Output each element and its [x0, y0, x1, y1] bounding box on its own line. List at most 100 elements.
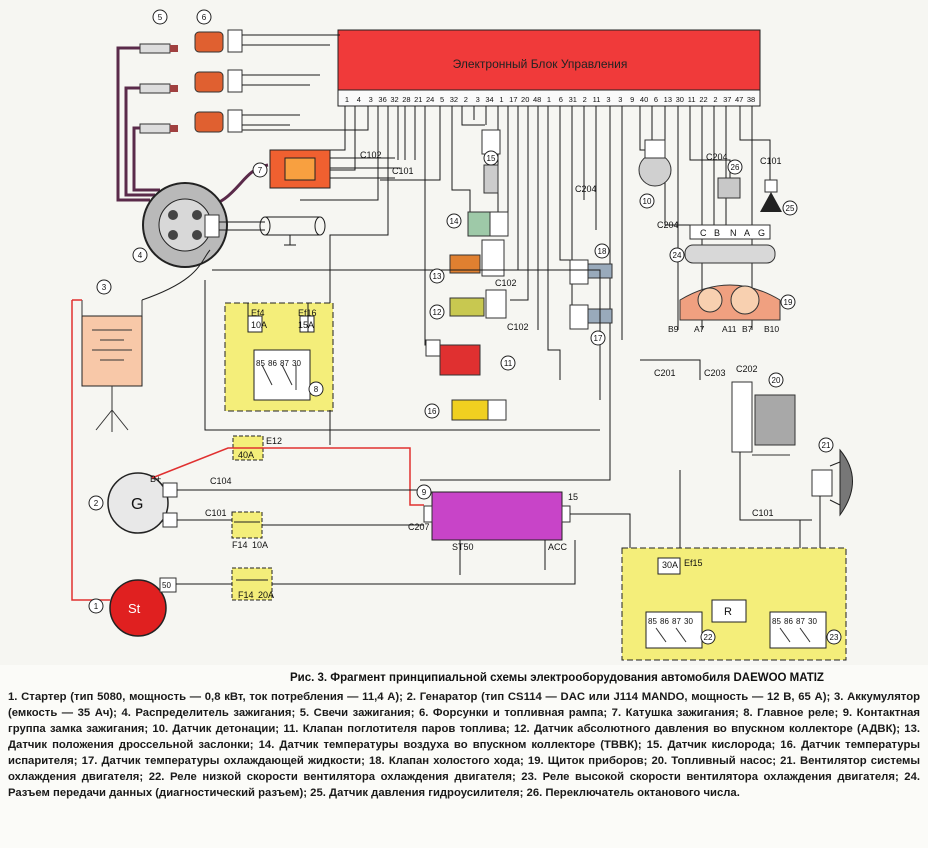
ecu-pin-label: 11 [593, 95, 601, 104]
relay8-pin-86: 86 [268, 359, 277, 368]
cooling-fan [811, 448, 853, 517]
starter-label: St [128, 601, 141, 616]
ecu-pin-label: 1 [547, 95, 551, 104]
component-number: 25 [786, 204, 795, 213]
ecu-pin-label: 5 [440, 95, 444, 104]
main-relay-block [224, 302, 334, 412]
ecu-pin-label: 13 [664, 95, 672, 104]
component-number-circle [152, 9, 168, 25]
component-number: 8 [314, 385, 319, 394]
ecu-pin-label: 24 [426, 95, 434, 104]
ecu-pin-label: 31 [569, 95, 577, 104]
component-number-circle [594, 243, 610, 259]
relay-r: R [724, 606, 732, 618]
component-number: 16 [428, 407, 437, 416]
caption-text: 1. Стартер (тип 5080, мощность — 0,8 кВт… [8, 691, 920, 799]
fuse-e12-rating: 40A [238, 450, 254, 460]
component-number: 3 [102, 283, 107, 292]
component-number-circle [818, 437, 834, 453]
ecu-pin-label: 36 [378, 95, 386, 104]
component-number: 15 [487, 154, 496, 163]
component-number-circle [252, 162, 268, 178]
component-number-circle [727, 159, 743, 175]
ecu-pin-label: 17 [509, 95, 517, 104]
fuse-ef15-name: Ef15 [684, 558, 703, 568]
ecu-pin-label: 3 [618, 95, 622, 104]
ecu-pin-label: 3 [369, 95, 373, 104]
component-number: 12 [433, 308, 442, 317]
component-number: 19 [784, 298, 793, 307]
diag-pin-label: G [758, 228, 765, 238]
relay22-pin-85: 85 [648, 617, 657, 626]
ecu-pin-label: 20 [521, 95, 529, 104]
label-c102-mid: C102 [495, 278, 517, 288]
diagram-labels: C102 C101 C101 C204 C204 C204 C102 C102 … [128, 150, 782, 618]
ecu-pin-label: 2 [464, 95, 468, 104]
starter [109, 577, 177, 637]
label-c203: C203 [704, 368, 726, 378]
distributor [142, 182, 265, 268]
ecu-pin-label: 1 [499, 95, 503, 104]
fuse-e15-name: Ef16 [298, 308, 317, 318]
relay8-pin-30: 30 [292, 359, 301, 368]
dash-pin-label: A7 [694, 324, 705, 334]
component-number-circle [88, 495, 104, 511]
diag-pin-label: A [744, 228, 750, 238]
relay23-pin-86: 86 [784, 617, 793, 626]
ecu-pin-label: 9 [630, 95, 634, 104]
label-c102-low: C102 [507, 322, 529, 332]
component-number-circle [96, 279, 112, 295]
dash-pin-label: B10 [764, 324, 779, 334]
generator [107, 472, 178, 534]
switch-acc: ACC [548, 542, 568, 552]
fuse-f14-rating: 10A [252, 540, 268, 550]
component-number: 22 [704, 633, 713, 642]
component-number: 2 [94, 499, 99, 508]
component-number-circle [768, 372, 784, 388]
ecu-pin-label: 48 [533, 95, 541, 104]
label-c101-top: C101 [392, 166, 414, 176]
component-number-circle [424, 403, 440, 419]
component-number: 14 [450, 217, 459, 226]
relay8-pin-85: 85 [256, 359, 265, 368]
ecu-pin-label: 2 [713, 95, 717, 104]
component-number-circle [826, 629, 842, 645]
component-number: 4 [138, 251, 143, 260]
component-number-circle [483, 150, 499, 166]
diag-pin-label: N [730, 228, 737, 238]
generator-bplus: B+ [150, 474, 161, 484]
switch-st50: ST50 [452, 542, 474, 552]
component-number: 23 [830, 633, 839, 642]
switch-15: 15 [568, 492, 578, 502]
fuel-pump [731, 381, 796, 456]
fuse-f14 [231, 511, 263, 539]
label-c204-c: C204 [657, 220, 679, 230]
component-number: 18 [598, 247, 607, 256]
component-number-circle [590, 330, 606, 346]
label-c202: C202 [736, 364, 758, 374]
component-number-circle [429, 268, 445, 284]
component-number: 13 [433, 272, 442, 281]
component-number-circle [416, 484, 432, 500]
fuse-e14-rating: 10A [251, 320, 267, 330]
label-c204-b: C204 [575, 184, 597, 194]
component-number: 20 [772, 376, 781, 385]
component-number: 5 [158, 13, 163, 22]
ecu-pin-label: 34 [485, 95, 493, 104]
component-number: 9 [422, 488, 427, 497]
component-number-circle [500, 355, 516, 371]
component-number-circle [669, 247, 685, 263]
starter-pin: 50 [162, 581, 171, 590]
label-c104: C104 [210, 476, 232, 486]
ecu-pin-label: 30 [676, 95, 684, 104]
component-number-circle [446, 213, 462, 229]
fan-relay-block [621, 547, 847, 661]
diag-pin-label: B [714, 228, 720, 238]
dash-pin-label: B9 [668, 324, 679, 334]
ecu-pin-label: 11 [688, 95, 696, 104]
component-number: 11 [504, 359, 513, 368]
